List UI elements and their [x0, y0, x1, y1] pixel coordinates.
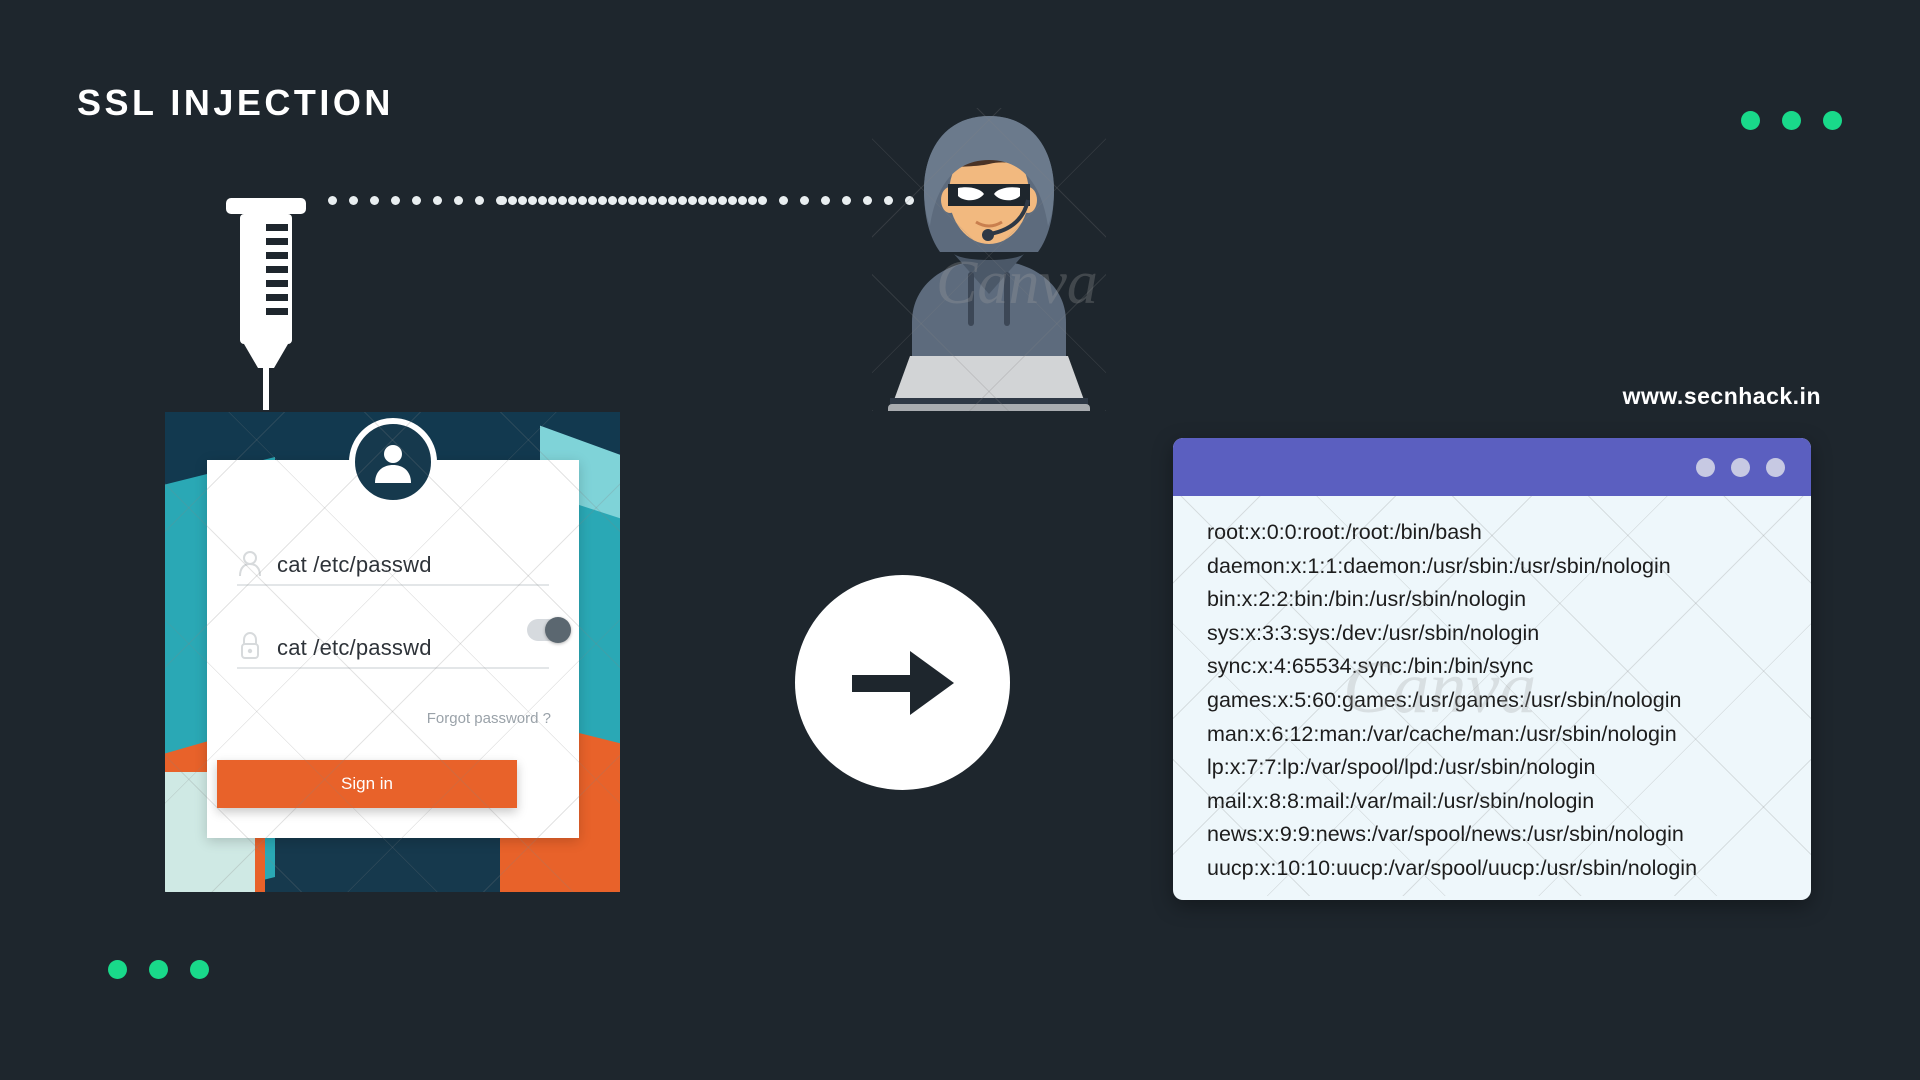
site-url-label: www.secnhack.in	[1622, 383, 1821, 409]
dot-indicator	[190, 960, 209, 979]
dataflow-dot	[728, 196, 737, 205]
dataflow-dot	[842, 196, 851, 205]
dot-indicator	[149, 960, 168, 979]
decorative-dots-top-right	[1741, 111, 1842, 130]
dataflow-dot	[863, 196, 872, 205]
dataflow-dot	[433, 196, 442, 205]
terminal-line: daemon:x:1:1:daemon:/usr/sbin:/usr/sbin/…	[1207, 553, 1671, 578]
lock-icon	[237, 631, 263, 661]
terminal-line: root:x:0:0:root:/root:/bin/bash	[1207, 520, 1482, 544]
dataflow-dot	[412, 196, 421, 205]
dataflow-dot	[668, 196, 677, 205]
dataflow-dot	[648, 196, 657, 205]
terminal-line: lp:x:7:7:lp:/var/spool/lpd:/usr/sbin/nol…	[1207, 755, 1596, 780]
dataflow-dot	[718, 196, 727, 205]
decorative-dots-bottom-left	[108, 960, 209, 979]
dataflow-dot	[328, 196, 337, 205]
terminal-body: root:x:0:0:root:/root:/bin/bash daemon:x…	[1173, 496, 1811, 896]
dataflow-dot	[688, 196, 697, 205]
login-form-card: cat /etc/passwd cat /etc/passwd Forgot p…	[165, 412, 620, 892]
terminal-line: news:x:9:9:news:/var/spool/news:/usr/sbi…	[1207, 822, 1684, 847]
dot-indicator	[1741, 111, 1760, 130]
dataflow-dot	[608, 196, 617, 205]
dataflow-dot	[391, 196, 400, 205]
dataflow-dot	[475, 196, 484, 205]
dataflow-dot	[578, 196, 587, 205]
dataflow-dot	[638, 196, 647, 205]
dot-indicator	[1823, 111, 1842, 130]
password-field[interactable]: cat /etc/passwd	[237, 617, 571, 669]
username-field[interactable]: cat /etc/passwd	[237, 540, 549, 586]
dataflow-dot	[678, 196, 687, 205]
dataflow-dot	[558, 196, 567, 205]
dataflow-dot	[349, 196, 358, 205]
dataflow-dot	[738, 196, 747, 205]
dataflow-dot	[800, 196, 809, 205]
username-value: cat /etc/passwd	[277, 552, 432, 577]
dataflow-dot	[758, 196, 767, 205]
terminal-line: sync:x:4:65534:sync:/bin:/bin/sync	[1207, 654, 1534, 679]
syringe-icon	[218, 190, 314, 412]
dataflow-dot	[884, 196, 893, 205]
window-dot[interactable]	[1766, 457, 1785, 477]
dataflow-dot	[658, 196, 667, 205]
toggle-knob	[545, 617, 571, 643]
dataflow-dot	[698, 196, 707, 205]
dataflow-dot	[454, 196, 463, 205]
terminal-line: mail:x:8:8:mail:/var/mail:/usr/sbin/nolo…	[1207, 788, 1595, 813]
dot-indicator	[108, 960, 127, 979]
terminal-titlebar	[1173, 438, 1811, 496]
forgot-password-link[interactable]: Forgot password ?	[426, 710, 551, 727]
terminal-line: uucp:x:10:10:uucp:/var/spool/uucp:/usr/s…	[1207, 855, 1698, 880]
dataflow-dot	[708, 196, 717, 205]
dataflow-dot	[568, 196, 577, 205]
dataflow-dot	[370, 196, 379, 205]
user-avatar-icon	[349, 418, 437, 506]
dataflow-dot	[508, 196, 517, 205]
login-panel: cat /etc/passwd cat /etc/passwd Forgot p…	[207, 418, 579, 838]
window-dot[interactable]	[1731, 457, 1750, 477]
dataflow-dot	[821, 196, 830, 205]
dataflow-dot	[588, 196, 597, 205]
dataflow-dot	[779, 196, 788, 205]
dataflow-dot	[528, 196, 537, 205]
sign-in-button[interactable]: Sign in	[217, 760, 517, 808]
dataflow-dot	[518, 196, 527, 205]
terminal-output-window: root:x:0:0:root:/root:/bin/bash daemon:x…	[1173, 438, 1811, 900]
terminal-line: bin:x:2:2:bin:/bin:/usr/sbin/nologin	[1207, 587, 1527, 612]
dataflow-dot	[538, 196, 547, 205]
dataflow-dot	[618, 196, 627, 205]
dataflow-dot	[548, 196, 557, 205]
page-title: SSL INJECTION	[77, 82, 394, 123]
dataflow-dot	[905, 196, 914, 205]
hacker-with-laptop-illustration: Canva	[872, 108, 1106, 416]
dataflow-dot	[628, 196, 637, 205]
window-dot[interactable]	[1696, 457, 1715, 477]
dataflow-dot	[598, 196, 607, 205]
toggle-switch-icon[interactable]	[527, 617, 571, 643]
dot-indicator	[1782, 111, 1801, 130]
terminal-line: sys:x:3:3:sys:/dev:/usr/sbin/nologin	[1207, 620, 1540, 645]
dataflow-dot	[748, 196, 757, 205]
dataflow-dot	[498, 196, 507, 205]
terminal-line: games:x:5:60:games:/usr/games:/usr/sbin/…	[1207, 687, 1682, 712]
user-icon	[237, 548, 263, 578]
dataflow-dotted-line	[328, 196, 914, 208]
arrow-right-icon	[795, 575, 1010, 790]
password-value: cat /etc/passwd	[277, 635, 432, 660]
terminal-line: man:x:6:12:man:/var/cache/man:/usr/sbin/…	[1207, 721, 1677, 746]
